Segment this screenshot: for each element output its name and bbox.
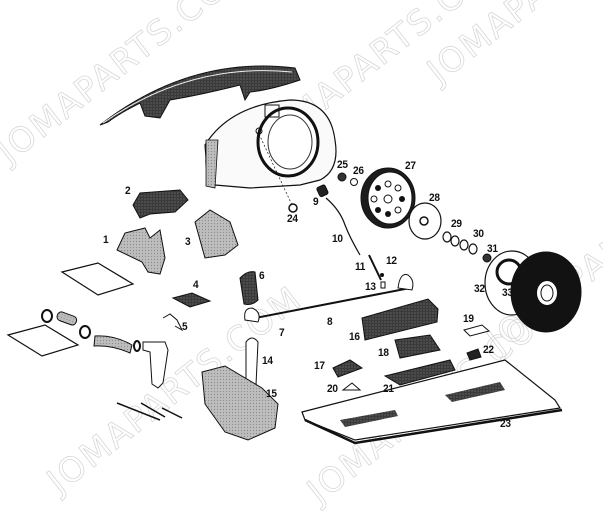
part-5-clip: [162, 313, 184, 332]
callout-17: 17: [314, 360, 325, 372]
callout-30: 30: [473, 228, 484, 240]
callout-6: 6: [259, 270, 265, 282]
callout-22: 22: [483, 344, 494, 356]
part-3-tin: [194, 209, 239, 259]
callout-24: 24: [287, 213, 298, 225]
callout-1: 1: [103, 234, 109, 246]
callout-14: 14: [262, 355, 273, 367]
part-26-washer: [350, 178, 358, 186]
parts-artwork: [6, 65, 582, 445]
part-8-control-rod: [244, 274, 414, 323]
part-24-bolt: [258, 133, 298, 213]
part-17-bracket: [332, 359, 364, 378]
callout-13: 13: [365, 281, 376, 293]
callout-7: 7: [279, 327, 285, 339]
callout-9: 9: [313, 196, 319, 208]
callout-19: 19: [463, 313, 474, 325]
clip-rods: [116, 402, 183, 421]
part-14-tube: [245, 337, 259, 386]
part-11-12-13-linkage: [368, 254, 386, 289]
heater-plate-upper: [60, 262, 135, 296]
callout-15: 15: [266, 388, 277, 400]
callout-10: 10: [332, 233, 343, 245]
callout-18: 18: [378, 347, 389, 359]
part-29-30-spacers: [442, 231, 478, 255]
part-20-bracket: [341, 382, 362, 391]
part-21-plate: [383, 359, 456, 386]
part-18-plate: [394, 334, 441, 359]
part-23-lower-tray: [301, 359, 563, 445]
callout-5: 5: [182, 321, 188, 333]
callout-28: 28: [429, 192, 440, 204]
part-6-flap: [239, 271, 259, 305]
callout-29: 29: [451, 218, 462, 230]
callout-4: 4: [193, 279, 199, 291]
callout-2: 2: [125, 185, 131, 197]
part-16-cover: [361, 298, 439, 341]
callout-33: 33: [502, 287, 513, 299]
callout-3: 3: [185, 236, 191, 248]
heater-plate-lower: [6, 324, 80, 357]
part-9-thermostat: [316, 184, 361, 256]
callout-16: 16: [349, 331, 360, 343]
callout-26: 26: [353, 165, 364, 177]
part-15-lower-housing: [201, 365, 279, 441]
part-33-backplate: [510, 251, 582, 333]
callout-8: 8: [327, 316, 333, 328]
callout-27: 27: [405, 160, 416, 172]
callout-12: 12: [386, 255, 397, 267]
callout-31: 31: [487, 243, 498, 255]
fan-housing-part: [204, 99, 337, 189]
heater-hose-assembly: [41, 309, 169, 389]
part-31-nut: [482, 253, 492, 263]
part-2-tin: [132, 189, 189, 219]
upper-shroud-part: [99, 65, 301, 126]
callout-11: 11: [355, 261, 366, 273]
callout-23: 23: [500, 418, 511, 430]
part-28-hub: [408, 202, 442, 240]
part-1-tin: [116, 227, 166, 275]
part-19-bracket: [463, 324, 491, 337]
callout-32: 32: [474, 283, 485, 295]
part-22-bracket: [466, 348, 482, 361]
callout-25: 25: [337, 159, 348, 171]
part-25-nut: [337, 172, 347, 182]
callout-21: 21: [383, 383, 394, 395]
callout-20: 20: [327, 383, 338, 395]
part-4-plate: [171, 292, 212, 308]
part-27-fan: [360, 167, 416, 229]
